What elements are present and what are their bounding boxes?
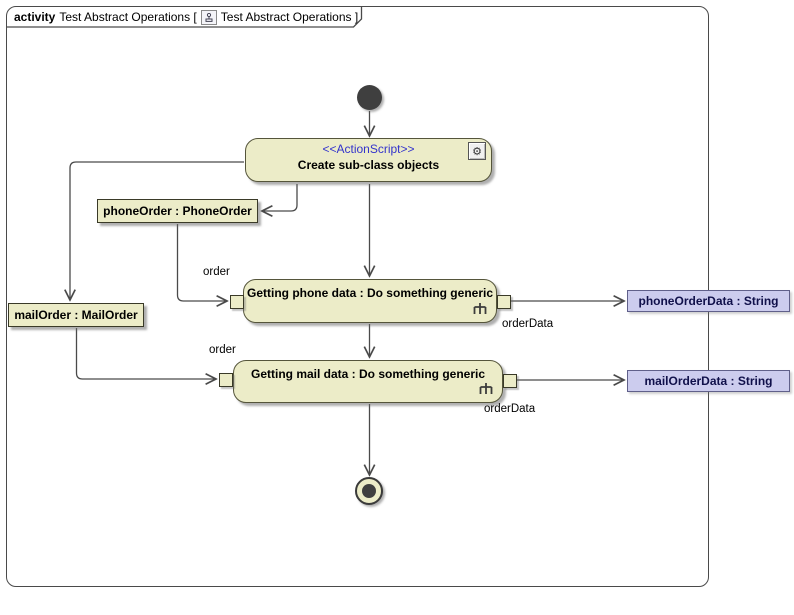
action-name: Getting phone data : Do something generi… xyxy=(246,286,493,300)
input-pin-order-mail[interactable] xyxy=(219,373,233,387)
object-node-phoneorderdata[interactable]: phoneOrderData : String xyxy=(627,290,790,312)
action-getting-phone-data[interactable]: Getting phone data : Do something generi… xyxy=(243,279,497,323)
action-name: Getting mail data : Do something generic xyxy=(250,367,486,381)
object-node-mailorderdata[interactable]: mailOrderData : String xyxy=(627,370,790,392)
gear-icon: ⚙ xyxy=(468,142,486,160)
activity-final-node[interactable] xyxy=(355,477,383,505)
frame-keyword: activity xyxy=(14,10,56,24)
object-node-label: phoneOrder : PhoneOrder xyxy=(103,204,252,218)
object-node-mailorder[interactable]: mailOrder : MailOrder xyxy=(8,303,144,327)
edge-create-to-phoneorder[interactable] xyxy=(262,184,298,211)
activity-final-node-dot xyxy=(362,484,376,498)
object-node-phoneorder[interactable]: phoneOrder : PhoneOrder xyxy=(97,199,258,223)
output-pin-orderdata-phone[interactable] xyxy=(497,295,511,309)
frame-diagram-ref-text: Test Abstract Operations ] xyxy=(220,10,359,24)
pin-label-order-phone: order xyxy=(203,266,230,278)
activity-diagram-icon xyxy=(200,9,217,25)
edge-mailorder-to-mail-pin[interactable] xyxy=(75,328,217,379)
pin-label-order-mail: order xyxy=(209,344,236,356)
action-create-subclass-objects[interactable]: <<ActionScript>> Create sub-class object… xyxy=(245,138,492,182)
output-pin-orderdata-mail[interactable] xyxy=(503,374,517,388)
input-pin-order-phone[interactable] xyxy=(230,295,244,309)
object-node-label: mailOrder : MailOrder xyxy=(14,308,138,322)
initial-node[interactable] xyxy=(357,85,382,110)
action-getting-mail-data[interactable]: Getting mail data : Do something generic xyxy=(233,360,503,403)
object-node-label: phoneOrderData : String xyxy=(638,294,779,308)
frame-title-tab: activity Test Abstract Operations [ Test… xyxy=(8,8,358,26)
rake-icon xyxy=(473,303,487,318)
frame-title-text: Test Abstract Operations [ xyxy=(59,10,197,24)
action-name: Create sub-class objects xyxy=(297,158,440,172)
rake-icon xyxy=(479,383,493,398)
pin-label-orderdata-phone: orderData xyxy=(502,318,554,330)
pin-label-orderdata-mail: orderData xyxy=(484,403,536,415)
edge-create-to-mailorder[interactable] xyxy=(70,161,244,300)
frame-tab-outline xyxy=(7,7,363,28)
object-node-label: mailOrderData : String xyxy=(644,374,773,388)
edge-phoneorder-to-phone-pin[interactable] xyxy=(176,224,228,301)
stereotype-label: <<ActionScript>> xyxy=(322,142,415,156)
